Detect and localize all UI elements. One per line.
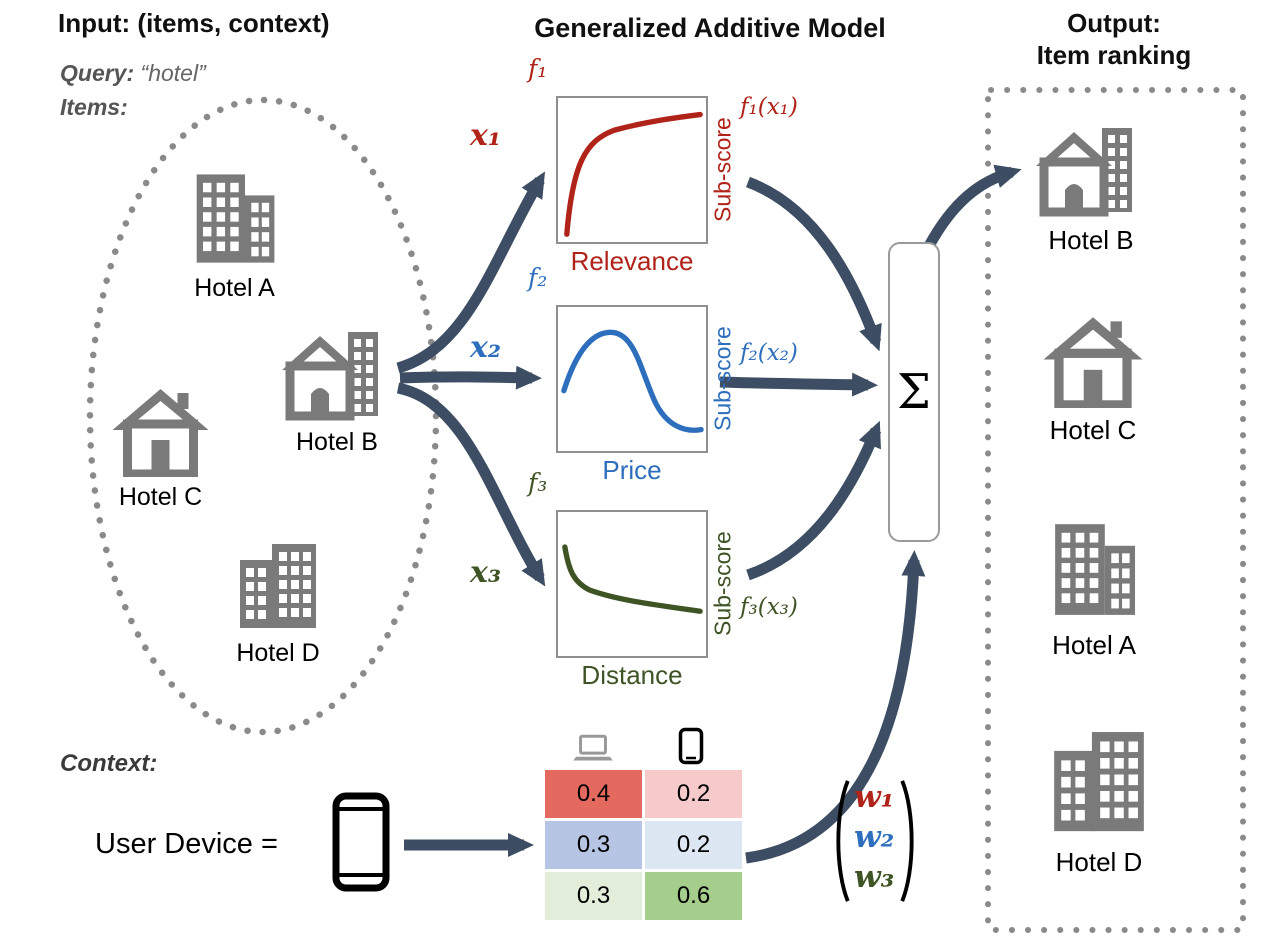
hotel-a-building-icon: [196, 174, 275, 263]
price-plot: [556, 305, 708, 453]
input-label-x2: x₂: [470, 330, 502, 365]
hotel-label: Hotel C: [1049, 415, 1137, 445]
output-rank-4: Hotel D: [1040, 722, 1158, 878]
fn-label-f3: f₃: [528, 468, 548, 497]
output-label-f2x2: f₂(x₂): [740, 340, 798, 366]
output-label-f3x3: f₃(x₃): [740, 594, 798, 620]
hotel-label: Hotel D: [236, 639, 320, 667]
hotel-b-house-icon: [1036, 128, 1132, 217]
sum-node: Σ: [888, 242, 940, 542]
query-label: Query:: [60, 60, 135, 86]
output-section-title-line2: Item ranking: [1036, 40, 1192, 70]
hotel-label: Hotel B: [1048, 225, 1134, 255]
output-section-title-line1: Output:: [1067, 8, 1161, 38]
arrow-distance-to-sum: [746, 420, 882, 581]
hotel-label: Hotel A: [194, 274, 275, 302]
input-hotel-b: Hotel B: [282, 322, 392, 457]
distance-curve: [562, 544, 703, 614]
axis-label-subscore-3: Sub-score: [709, 531, 736, 637]
table-cell: 0.3: [545, 872, 642, 920]
hotel-c-house-icon: [1043, 317, 1143, 410]
hotel-c-house-icon: [112, 389, 209, 479]
left-paren: [836, 780, 850, 902]
table-cell: 0.2: [645, 821, 742, 869]
output-rank-1: Hotel B: [1036, 118, 1146, 256]
phone-icon: [332, 792, 390, 892]
relevance-curve: [564, 111, 703, 237]
weight-w2: w₂: [854, 819, 895, 855]
sigma-symbol: Σ: [897, 364, 931, 420]
items-label: Items:: [60, 94, 128, 120]
table-cell: 0.2: [645, 770, 742, 818]
fn-label-f1: f₁: [528, 54, 548, 83]
input-section-title: Input: (items, context): [58, 8, 330, 38]
model-section-title: Generalized Additive Model: [534, 13, 886, 43]
weight-w3: w₃: [854, 859, 895, 895]
hotel-label: Hotel A: [1052, 630, 1136, 660]
hotel-d-building-icon: [1054, 732, 1144, 832]
fn-label-f2: f₂: [528, 263, 548, 292]
arrow-hotelb-to-price: [399, 365, 542, 390]
arrow-hotelb-to-distance: [396, 382, 546, 587]
user-device-label: User Device =: [95, 828, 278, 860]
output-rank-2: Hotel C: [1040, 310, 1146, 446]
arrow-hotelb-to-relevance: [396, 171, 546, 374]
hotel-d-building-icon: [240, 544, 316, 628]
arrow-relevance-to-sum: [746, 176, 882, 352]
plot-xlabel-distance: Distance: [581, 660, 683, 690]
arrow-sum-to-output: [924, 164, 1022, 249]
relevance-plot: [556, 96, 708, 244]
right-paren: [900, 780, 914, 902]
input-hotel-a: Hotel A: [182, 168, 287, 303]
input-hotel-c: Hotel C: [108, 382, 213, 512]
arrow-price-to-sum: [719, 372, 878, 397]
hotel-b-house-icon: [282, 332, 378, 421]
laptop-icon: [573, 734, 613, 761]
table-cell: 0.3: [545, 821, 642, 869]
axis-label-subscore-2: Sub-score: [709, 326, 736, 432]
hotel-label: Hotel D: [1055, 847, 1143, 877]
table-cell: 0.4: [545, 770, 642, 818]
query-line: Query: “hotel”: [60, 60, 206, 87]
hotel-label: Hotel C: [118, 483, 203, 511]
hotel-a-building-icon: [1055, 524, 1136, 615]
weights-table: 0.4 0.2 0.3 0.2 0.3 0.6: [545, 770, 742, 920]
weight-w1: w₁: [854, 779, 895, 815]
plot-xlabel-relevance: Relevance: [570, 246, 694, 276]
axis-label-subscore-1: Sub-score: [709, 117, 736, 223]
input-label-x1: x₁: [470, 118, 502, 153]
distance-plot: [556, 510, 708, 658]
hotel-label: Hotel B: [296, 428, 378, 456]
weight-vector: w₁ w₂ w₃: [854, 777, 894, 897]
output-rank-3: Hotel A: [1040, 515, 1148, 661]
output-label-f1x1: f₁(x₁): [740, 94, 798, 120]
input-label-x3: x₃: [470, 555, 502, 590]
context-label: Context:: [60, 750, 158, 777]
plot-xlabel-price: Price: [602, 455, 662, 485]
phone-icon: [678, 727, 704, 765]
price-curve: [561, 329, 704, 433]
table-cell: 0.6: [645, 872, 742, 920]
input-hotel-d: Hotel D: [228, 538, 328, 668]
query-value: “hotel”: [140, 60, 206, 86]
